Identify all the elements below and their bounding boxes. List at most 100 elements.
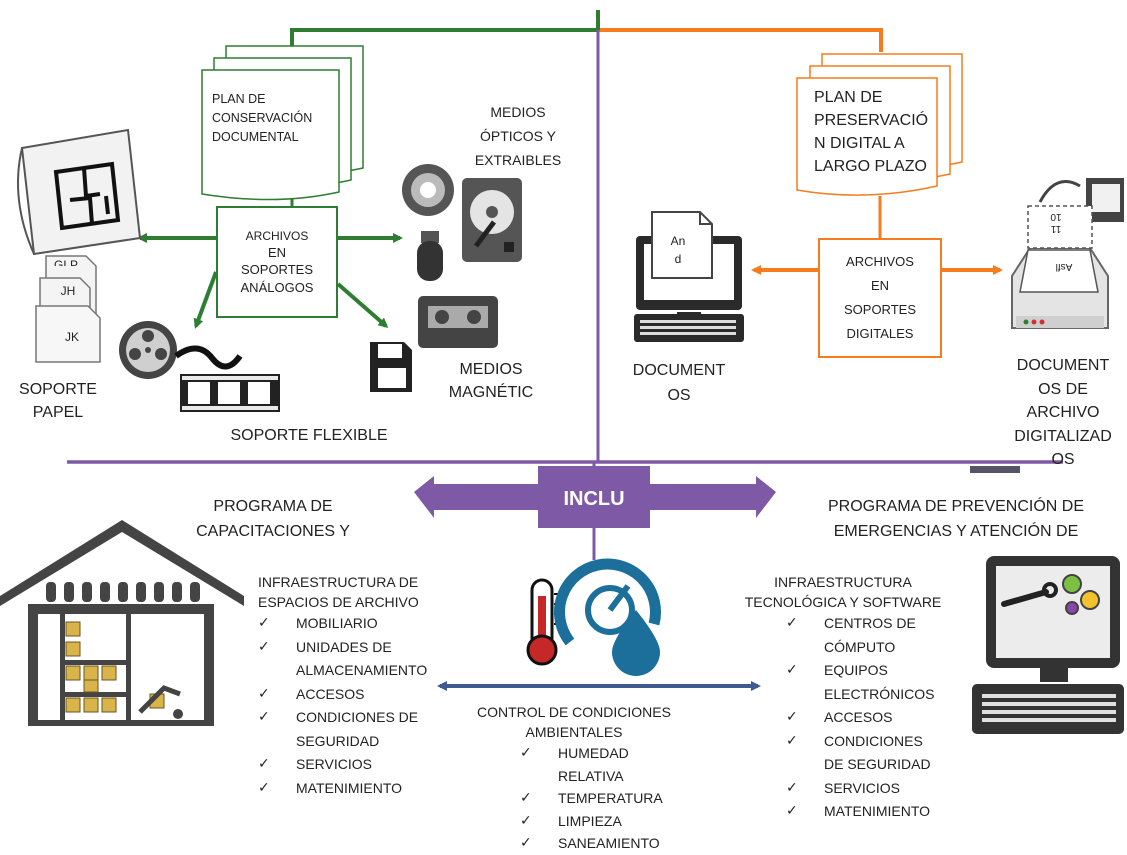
floppy-disk-icon xyxy=(370,342,412,392)
medios-opticos-label: MEDIOS ÓPTICOS Y EXTRAIBLES xyxy=(474,104,562,168)
checkmark-icon: ✓ xyxy=(786,732,798,749)
checklist-item: ELECTRÓNICOS xyxy=(786,683,966,707)
hard-drive-icon xyxy=(462,178,522,262)
checklist-item: ✓CONDICIONES DE xyxy=(258,706,458,730)
checklist-item: ✓CENTROS DE xyxy=(786,612,966,636)
scanner-shadow-bar xyxy=(970,466,1020,473)
checklist-item-label: EQUIPOS xyxy=(824,662,888,678)
checkmark-icon xyxy=(520,765,558,788)
checklist-item-label: MATENIMIENTO xyxy=(824,803,931,819)
plan-preservacion-label: PLAN DE PRESERVACIÓ N DIGITAL A LARGO PL… xyxy=(814,89,929,175)
inclu-banner-arrow xyxy=(414,466,776,528)
checklist-item-label: TEMPERATURA xyxy=(558,790,663,806)
scanner-document-number: 11 10 xyxy=(1050,211,1062,234)
soporte-papel-label: SOPORTE PAPEL xyxy=(19,381,97,421)
checkmark-icon: ✓ xyxy=(258,779,270,796)
archivos-digitales-box: ARCHIVOS EN SOPORTES DIGITALES xyxy=(818,238,942,358)
checkmark-icon: ✓ xyxy=(258,638,270,655)
wrench-icon xyxy=(1001,582,1058,607)
paper-documents-stack-icon xyxy=(35,255,101,363)
checkmark-icon: ✓ xyxy=(520,835,532,851)
checklist-item-label: ELECTRÓNICOS xyxy=(824,685,935,702)
checklist-item: ✓ TEMPERATURA xyxy=(520,787,700,810)
usb-drive-icon xyxy=(417,231,443,281)
checkmark-icon: ✓ xyxy=(786,779,798,796)
checklist-item: ✓ SERVICIOS xyxy=(786,777,966,801)
plan-conservacion-doc-stack xyxy=(201,45,364,201)
checklist-item: ✓ MOBILIARIO xyxy=(258,612,458,636)
checkmark-icon: ✓ xyxy=(520,745,532,761)
checklist-item: ✓ MATENIMIENTO xyxy=(258,777,458,801)
checkmark-icon: ✓ xyxy=(786,803,798,819)
warehouse-icon xyxy=(0,520,244,726)
optical-disc-icon xyxy=(402,164,454,216)
checklist-item: CÓMPUTO xyxy=(786,636,966,660)
checklist-item-label: CONDICIONES xyxy=(824,732,923,749)
soporte-flexible-label: SOPORTE FLEXIBLE xyxy=(230,427,388,444)
checklist-item-label: CONDICIONES DE xyxy=(296,709,419,725)
programa-prevencion-label: PROGRAMA DE PREVENCIÓN DE EMERGENCIAS Y … xyxy=(827,498,1085,540)
checkmark-icon xyxy=(258,659,296,683)
checklist-item: SEGURIDAD xyxy=(258,730,458,754)
green-arrows xyxy=(137,233,403,329)
checklist-item: RELATIVA xyxy=(520,765,700,788)
checklist-item-label: LIMPIEZA xyxy=(558,812,622,829)
checklist-item-label: RELATIVA xyxy=(558,767,624,784)
paper-doc-label-jk: JK xyxy=(64,330,79,344)
documentos-label: DOCUMENT OS xyxy=(632,362,726,404)
checklist-item-label: HUMEDAD xyxy=(558,745,629,761)
plan-conservacion-label: PLAN DE CONSERVACIÓN DOCUMENTAL xyxy=(212,92,313,144)
blueprint-roll-icon xyxy=(17,128,142,256)
programa-capacitaciones-label: PROGRAMA DE CAPACITACIONES Y xyxy=(196,498,350,540)
checklist-item-label: ACCESOS xyxy=(824,709,893,725)
control-condiciones-checklist: ✓ HUMEDAD RELATIVA ✓ TEMPERATURA ✓LIMPIEZA ✓ SA… xyxy=(520,742,700,855)
film-reel-icon xyxy=(119,321,243,379)
water-drop-icon xyxy=(612,610,660,676)
checklist-item: ✓ EQUIPOS xyxy=(786,659,966,683)
checkmark-icon xyxy=(786,753,824,777)
checklist-item: DE SEGURIDAD xyxy=(786,753,966,777)
checklist-item: ✓ ACCESOS xyxy=(258,683,458,707)
checkmark-icon: ✓ xyxy=(258,685,270,702)
scanner-page-text: Asfl xyxy=(1055,261,1073,272)
checkmark-icon: ✓ xyxy=(258,756,270,772)
documentos-archivo-label: DOCUMENT OS DE ARCHIVO DIGITALIZAD OS xyxy=(1014,357,1112,468)
checkmark-icon xyxy=(258,730,296,754)
checklist-item-label: SERVICIOS xyxy=(296,756,372,772)
checklist-item: ✓ SANEAMIENTO xyxy=(520,832,700,855)
checklist-item-label: DE SEGURIDAD xyxy=(824,756,931,772)
checkmark-icon: ✓ xyxy=(258,615,270,631)
checklist-item: ✓ CONDICIONES xyxy=(786,730,966,754)
checklist-item-label: UNIDADES DE xyxy=(296,638,392,655)
monitor-document-icon xyxy=(651,211,713,279)
medios-magneticos-label: MEDIOS MAGNÉTIC xyxy=(448,361,534,401)
control-condiciones-title: CONTROL DE CONDICIONES AMBIENTALES xyxy=(477,704,671,740)
plan-preservacion-doc-stack xyxy=(796,53,963,196)
checklist-item-label: CÓMPUTO xyxy=(824,638,896,655)
checklist-item: ✓LIMPIEZA xyxy=(520,810,700,833)
checklist-item-label: SEGURIDAD xyxy=(296,732,380,749)
top-bracket xyxy=(290,10,883,52)
cassette-tape-icon xyxy=(418,296,498,348)
checklist-item-label: MATENIMIENTO xyxy=(296,779,403,796)
checklist-item: ✓ HUMEDAD xyxy=(520,742,700,765)
paper-doc-label-jh: JH xyxy=(60,284,76,298)
checklist-item-label: ACCESOS xyxy=(296,685,365,702)
checklist-item-label: SERVICIOS xyxy=(824,779,900,796)
checklist-item: ✓ UNIDADES DE xyxy=(258,636,458,660)
inclu-banner-text: INCLU xyxy=(563,488,625,506)
infra-tecnologica-title: INFRAESTRUCTURA TECNOLÓGICA Y SOFTWARE xyxy=(744,574,942,610)
scanner-icon xyxy=(1011,178,1124,329)
checklist-item-label: MOBILIARIO xyxy=(296,615,378,631)
checklist-item-label: SANEAMIENTO xyxy=(558,835,660,851)
archivos-analogos-box: ARCHIVOS EN SOPORTES ANÁLOGOS xyxy=(216,206,338,318)
checkmark-icon: ✓ xyxy=(786,662,798,678)
film-strip-icon xyxy=(180,374,280,412)
checklist-item: ✓ACCESOS xyxy=(786,706,966,730)
checkmark-icon: ✓ xyxy=(520,790,532,806)
monitor-document-text: An d xyxy=(670,234,686,266)
checkmark-icon xyxy=(786,636,824,660)
checkmark-icon xyxy=(786,683,824,707)
